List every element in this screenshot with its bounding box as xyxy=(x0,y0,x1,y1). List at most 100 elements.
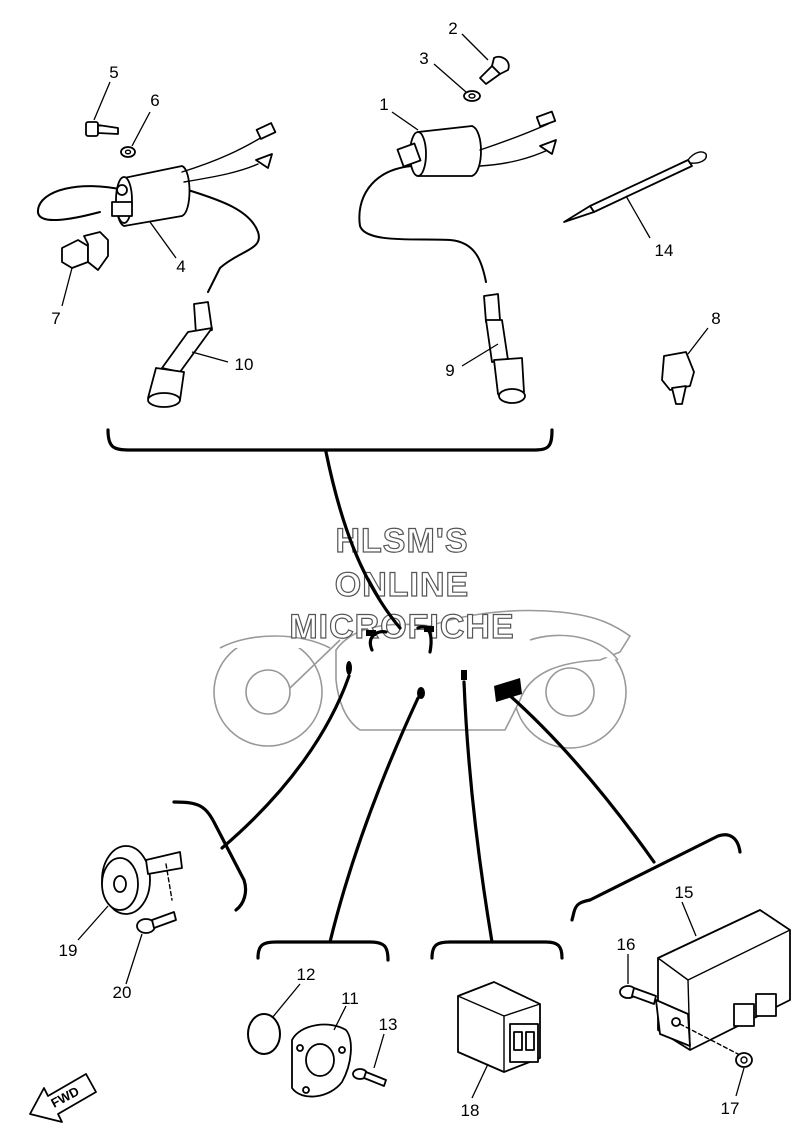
leader-5 xyxy=(93,81,111,121)
coil-left-wire-1 xyxy=(181,135,265,173)
location-marks xyxy=(346,625,522,702)
callout-3: 3 xyxy=(419,49,428,68)
leader-9 xyxy=(461,343,499,367)
callout-19: 19 xyxy=(59,941,78,960)
regulator-15-connector-2 xyxy=(755,993,777,1017)
plug-cap-10-top xyxy=(193,301,213,335)
callout-11: 11 xyxy=(341,989,359,1008)
coil-left-connector-1 xyxy=(255,122,277,140)
callout-8: 8 xyxy=(711,309,720,328)
callout-14: 14 xyxy=(655,241,674,260)
lead-wire-14-tip xyxy=(563,205,595,223)
o-ring-12 xyxy=(247,1013,281,1055)
leader-4 xyxy=(149,221,177,259)
plug-cap-9-end xyxy=(498,388,526,404)
callout-7: 7 xyxy=(51,309,60,328)
top-group-bracket xyxy=(106,428,554,452)
screw-5-head xyxy=(85,121,99,137)
callout-15: 15 xyxy=(675,883,694,902)
front-fork xyxy=(289,639,341,689)
relay-18-pin-1 xyxy=(513,1031,523,1051)
horn-19 xyxy=(101,845,183,915)
regulator-15-hole xyxy=(671,1017,681,1027)
callout-2: 2 xyxy=(448,19,457,38)
regulator-group-bracket xyxy=(570,833,742,922)
screw-16-shank xyxy=(631,987,657,1005)
callout-5: 5 xyxy=(109,63,118,82)
leader-7 xyxy=(61,267,73,307)
regulator-15 xyxy=(655,909,791,1051)
sensor-11-hole-2 xyxy=(338,1046,346,1054)
horn-19-mount-line xyxy=(165,863,173,901)
leader-18 xyxy=(471,1063,489,1099)
ignition-coil-left xyxy=(36,122,277,293)
clamp-8 xyxy=(661,351,695,405)
rear-hub xyxy=(545,667,595,717)
leader-2 xyxy=(461,33,489,61)
washer-3-hole xyxy=(468,93,476,99)
bolt-20 xyxy=(136,911,177,934)
callout-16: 16 xyxy=(617,935,636,954)
leader-14 xyxy=(625,195,651,239)
callout-10: 10 xyxy=(235,355,254,374)
sensor-group-bracket xyxy=(256,940,390,962)
leader-12 xyxy=(271,983,301,1019)
clip-7 xyxy=(61,231,109,271)
bolt-2-shank xyxy=(479,65,501,85)
callout-4: 4 xyxy=(176,257,185,276)
callout-12: 12 xyxy=(297,965,316,984)
plug-cap-10 xyxy=(147,301,213,408)
leader-15 xyxy=(681,901,697,937)
watermark-line-3: MICROFICHE xyxy=(289,608,514,646)
watermark-line-1: HLSM'S xyxy=(335,522,468,560)
horn-group-bracket xyxy=(172,800,248,912)
coil-right-wire-1 xyxy=(479,123,549,151)
callout-13: 13 xyxy=(379,1015,398,1034)
collar-17-hole xyxy=(740,1056,748,1064)
callout-6: 6 xyxy=(150,91,159,110)
sensor-group-leader xyxy=(328,696,420,944)
leader-10 xyxy=(191,351,229,363)
plug-cap-9-shaft xyxy=(485,319,509,363)
sensor-11 xyxy=(291,1023,352,1098)
ignition-coil-right xyxy=(358,110,557,283)
leader-20 xyxy=(125,933,143,985)
washer-6 xyxy=(120,146,136,158)
coil-right-hv-lead xyxy=(358,165,487,283)
plug-cap-10-shaft xyxy=(161,327,213,373)
clip-7-left xyxy=(61,239,89,269)
relay-group-bracket xyxy=(430,940,564,960)
leader-1 xyxy=(391,111,419,131)
regulator-mark xyxy=(494,678,522,702)
clamp-8-body xyxy=(661,351,695,391)
lead-wire-14-eyelet xyxy=(687,151,707,164)
clip-7-right xyxy=(83,231,109,271)
fwd-arrow-shape xyxy=(29,1073,97,1123)
horn-19-bracket xyxy=(145,851,183,875)
callout-1: 1 xyxy=(379,95,388,114)
leader-3 xyxy=(433,63,467,93)
lead-wire-14-sleeve xyxy=(589,159,693,213)
callout-9: 9 xyxy=(445,361,454,380)
lead-wire-14 xyxy=(563,151,707,223)
front-fender xyxy=(219,635,331,649)
leader-13 xyxy=(373,1033,385,1069)
relay-group-leader xyxy=(462,680,494,944)
leader-8 xyxy=(687,327,709,355)
coil-left-wire-2 xyxy=(183,163,259,183)
watermark-line-2: ONLINE xyxy=(335,566,469,604)
screw-13 xyxy=(352,1068,387,1087)
relay-18-edges xyxy=(457,995,541,1073)
washer-3 xyxy=(463,90,481,102)
coil-right-mount xyxy=(396,142,422,168)
regulator-15-connector-1 xyxy=(733,1003,755,1027)
coil-left-connector-2 xyxy=(255,153,273,169)
rear-fender xyxy=(529,634,619,661)
callout-20: 20 xyxy=(113,983,132,1002)
coil-left-lead-loop xyxy=(36,185,125,221)
coil-left-eyelet xyxy=(116,184,128,196)
horn-group-leader xyxy=(220,674,351,850)
plug-cap-9 xyxy=(483,293,526,404)
